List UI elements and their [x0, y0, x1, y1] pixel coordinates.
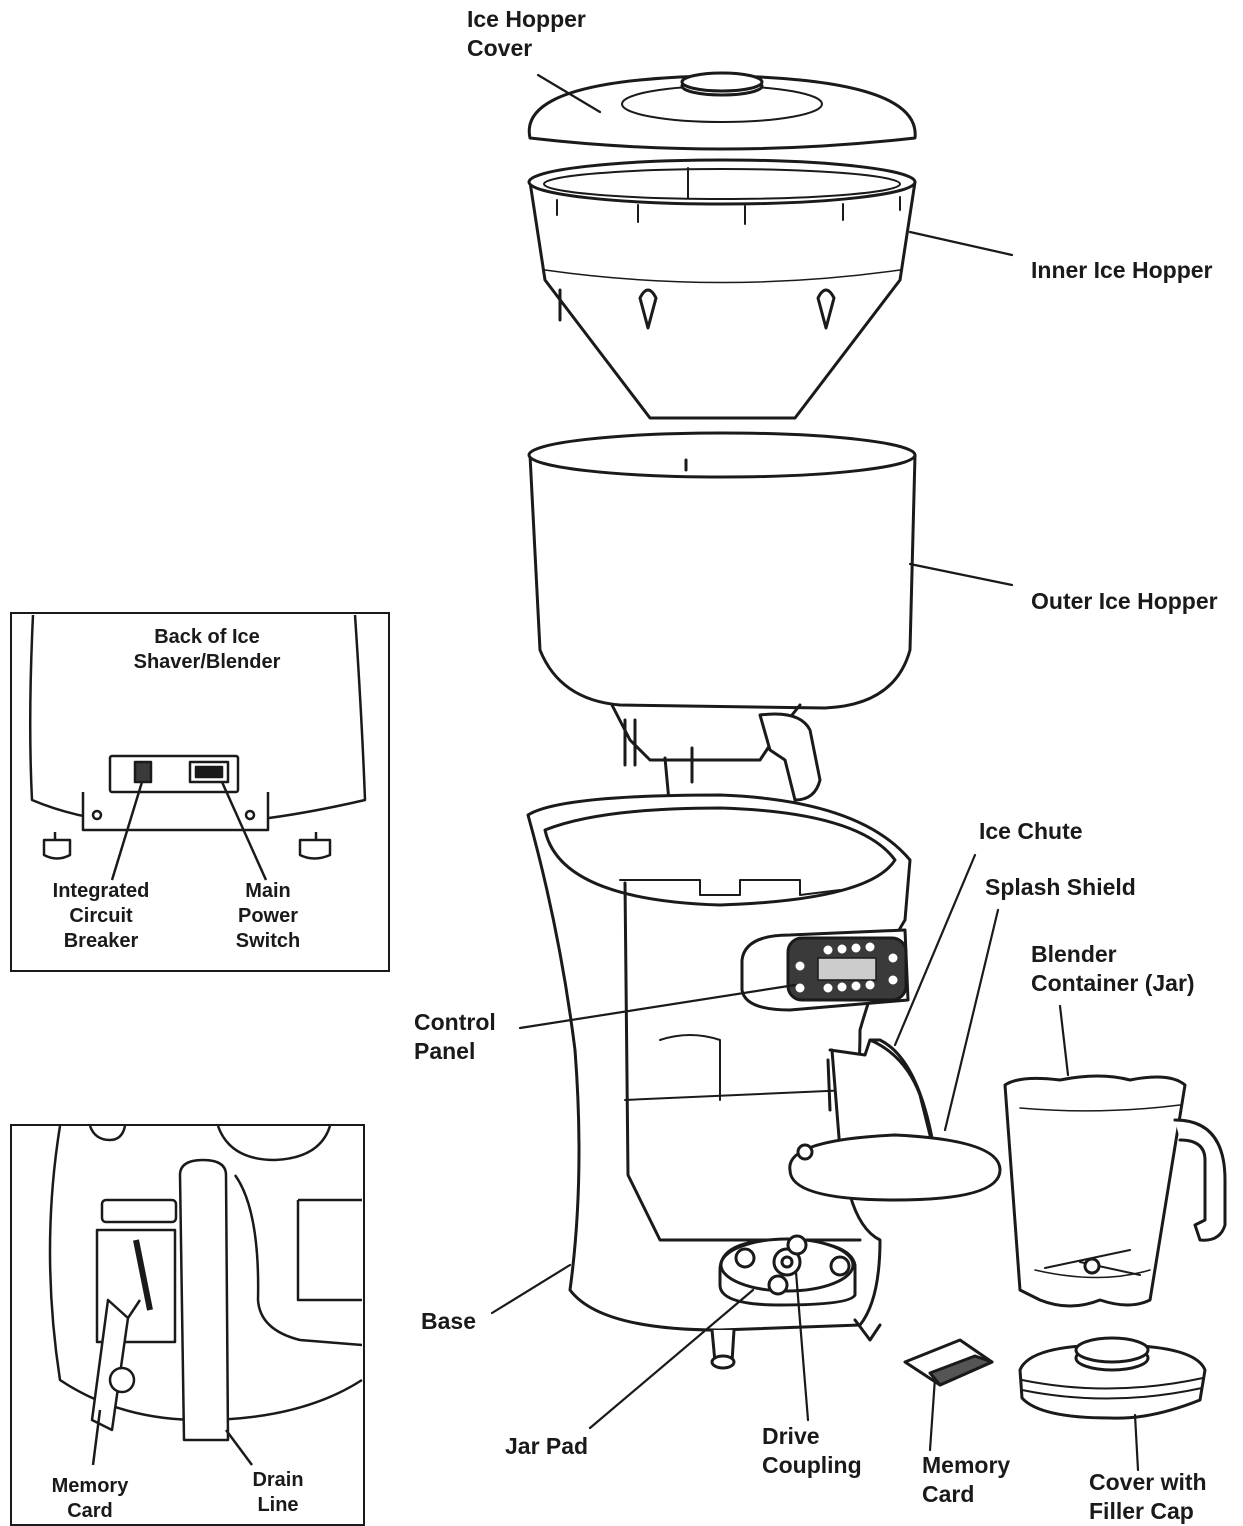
label-jar-pad: Jar Pad [505, 1433, 589, 1459]
label-outer-ice-hopper: Outer Ice Hopper [1031, 588, 1218, 614]
splash-shield-part [788, 1133, 1002, 1202]
blender-jar-part [1003, 1074, 1227, 1308]
ice-hopper-cover-part [527, 71, 917, 151]
inset-back-frame [10, 612, 390, 972]
label-base: Base [421, 1308, 476, 1334]
inset-back-drawing [28, 614, 367, 881]
control-panel-part [740, 928, 910, 1012]
label-ice-chute: Ice Chute [979, 818, 1083, 844]
inset-card-frame [10, 1124, 365, 1526]
label-inner-ice-hopper: Inner Ice Hopper [1031, 257, 1213, 283]
memory-card-part [903, 1338, 994, 1387]
inset-card-drawing [48, 1125, 363, 1466]
label-splash-shield: Splash Shield [985, 874, 1136, 900]
jar-cover-part [1018, 1336, 1207, 1420]
base-part [526, 793, 912, 1370]
jar-pad-part [718, 1234, 857, 1307]
inner-ice-hopper-part [527, 158, 917, 420]
outer-ice-hopper-part [527, 431, 917, 814]
